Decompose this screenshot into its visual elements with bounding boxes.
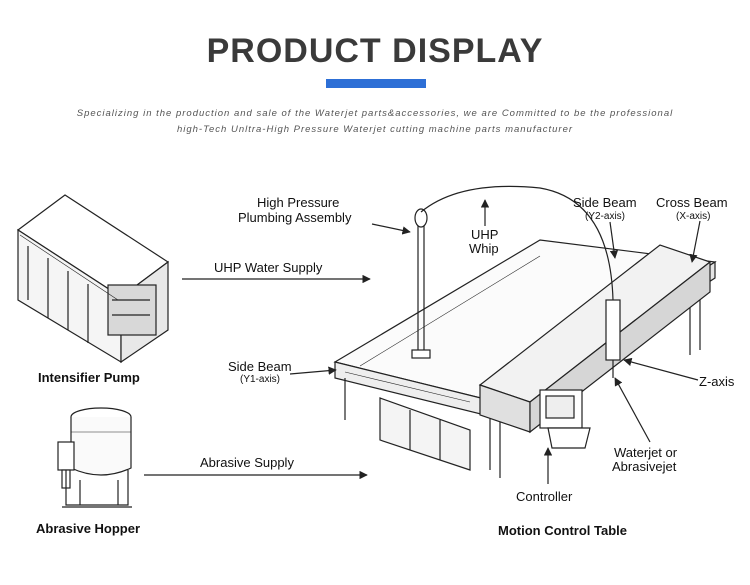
hp-plumbing-label-line1: High Pressure [257, 195, 339, 210]
page-title: PRODUCT DISPLAY [206, 32, 544, 70]
motion-control-table-illustration [333, 185, 717, 478]
motion-control-table-label: Motion Control Table [498, 523, 627, 538]
cross-beam-axis-label: (X-axis) [676, 211, 710, 222]
abrasive-supply-label: Abrasive Supply [200, 455, 294, 470]
side-beam-y1-axis-label: (Y1-axis) [240, 374, 280, 385]
intensifier-pump-label: Intensifier Pump [38, 370, 140, 385]
side-beam-y1-label: Side Beam [228, 359, 292, 374]
intensifier-pump-illustration [16, 194, 170, 364]
uhp-whip-label-line2: Whip [469, 241, 499, 256]
cross-beam-pointer [689, 220, 701, 263]
side-beam-y2-axis-label: (Y2-axis) [585, 211, 625, 222]
side-beam-y1-pointer [289, 366, 337, 375]
subtitle-line-2: high-Tech Unltra-High Pressure Waterjet … [176, 124, 574, 135]
hp-plumbing-pointer [371, 223, 411, 235]
side-beam-y2-label: Side Beam [573, 195, 637, 210]
hp-plumbing-label-line2: Plumbing Assembly [238, 210, 352, 225]
waterjet-label-line2: Abrasivejet [612, 459, 677, 474]
cross-beam-label: Cross Beam [656, 195, 728, 210]
uhp-water-supply-label: UHP Water Supply [214, 260, 323, 275]
abrasive-hopper-illustration [57, 407, 132, 508]
z-axis-label: Z-axis [699, 374, 735, 389]
controller-label: Controller [516, 489, 573, 504]
waterjet-system-diagram: Intensifier Pump Abrasive Hopper UHP Wat… [16, 185, 735, 538]
waterjet-label-line1: Waterjet or [614, 445, 678, 460]
uhp-whip-label-line1: UHP [471, 227, 498, 242]
abrasive-hopper-label: Abrasive Hopper [36, 521, 140, 536]
title-underline [326, 79, 426, 88]
waterjet-pointer [614, 377, 651, 443]
side-beam-y2-pointer [609, 221, 619, 259]
z-axis-pointer [623, 357, 699, 381]
subtitle-line-1: Specializing in the production and sale … [76, 108, 674, 119]
